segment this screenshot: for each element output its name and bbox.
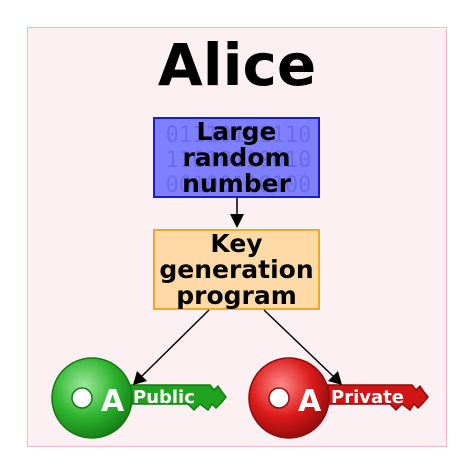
arrow-random-to-program: [230, 198, 244, 228]
diagram-title: Alice: [157, 31, 317, 99]
random-box-label-line: random: [182, 143, 291, 172]
program-box-label-line: Key: [210, 229, 263, 258]
binary-digits-line: 11010110010: [165, 148, 312, 173]
private-key-letter: A: [298, 384, 322, 419]
random-box-label-line: number: [182, 169, 291, 198]
private-key-label: Private: [331, 387, 404, 408]
binary-digits-line: 00100110100: [165, 173, 312, 198]
arrow-program-to-public: [133, 309, 210, 385]
public-key-letter: A: [101, 384, 125, 419]
binary-digits-line: 01110101110: [165, 123, 312, 148]
random-box-label-line: Large: [196, 117, 277, 146]
arrow-program-to-private: [263, 309, 342, 385]
private-key-icon: [248, 357, 429, 439]
public-key-label: Public: [133, 387, 195, 408]
program-box-label-line: generation: [159, 255, 314, 284]
program-box-label-line: program: [176, 281, 297, 310]
key-generation-program-box: Key generation program: [153, 229, 320, 310]
public-key-icon: [51, 357, 227, 439]
random-number-box: 01110101110 11010110010 00100110100 Larg…: [153, 117, 320, 198]
